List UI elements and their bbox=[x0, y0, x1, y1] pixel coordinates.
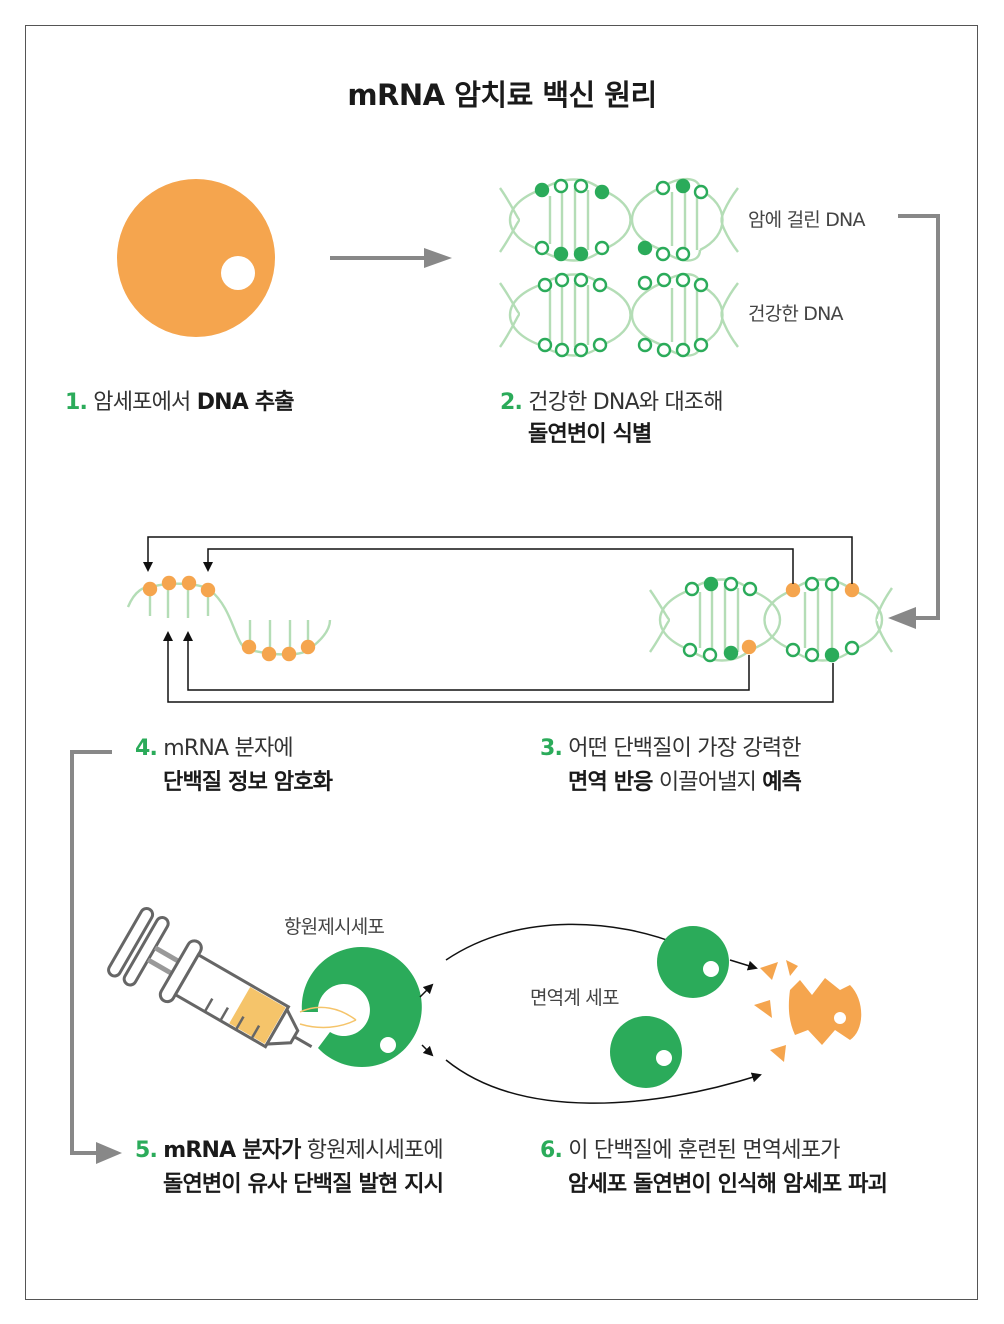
step-3-number: 3. bbox=[540, 736, 563, 761]
label-healthy-dna: 건강한 DNA bbox=[748, 303, 844, 325]
label-mutated-dna: 암에 걸린 DNA bbox=[748, 209, 865, 231]
mrna-strand bbox=[126, 575, 332, 662]
encoding-connectors bbox=[143, 536, 853, 703]
step-3-bold-a: 면역 반응 bbox=[568, 770, 653, 796]
step-1-bold: DNA 추출 bbox=[196, 390, 295, 415]
page-title: mRNA 암치료 백신 원리 bbox=[347, 78, 657, 112]
step-5-line1-rest: 항원제시세포에 bbox=[300, 1138, 444, 1163]
step-5-line1-bold: mRNA 분자가 bbox=[163, 1138, 301, 1163]
step-4-line1: mRNA 분자에 bbox=[163, 736, 293, 761]
step-5-caption: 5. mRNA 분자가 항원제시세포에 돌연변이 유사 단백질 발현 지시 bbox=[135, 1138, 444, 1199]
step-6-number: 6. bbox=[540, 1138, 563, 1163]
step-4-line2: 단백질 정보 암호화 bbox=[163, 770, 333, 796]
step-2-line2: 돌연변이 식별 bbox=[528, 422, 652, 448]
step-3-bold-b: 예측 bbox=[762, 770, 802, 796]
step-2-caption: 2. 건강한 DNA와 대조해 돌연변이 식별 bbox=[500, 390, 724, 449]
step-1-text: 암세포에서 bbox=[93, 390, 197, 415]
step-1-caption: 1. 암세포에서 DNA 추출 bbox=[65, 390, 295, 416]
step-4-caption: 4. mRNA 분자에 단백질 정보 암호화 bbox=[135, 736, 333, 797]
border-frame bbox=[25, 25, 978, 1300]
mutated-dna bbox=[499, 177, 739, 262]
label-immune-cells: 면역계 세포 bbox=[530, 987, 619, 1009]
selected-dna bbox=[649, 576, 893, 663]
step-6-line2: 암세포 돌연변이 인식해 암세포 파괴 bbox=[568, 1172, 888, 1198]
step-3-mid: 이끌어낼지 bbox=[652, 770, 763, 796]
arrow-4-to-5 bbox=[70, 750, 122, 1164]
syringe bbox=[107, 907, 313, 1049]
step-4-number: 4. bbox=[135, 736, 158, 761]
step-3-caption: 3. 어떤 단백질이 가장 강력한 면역 반응 이끌어낼지 예측 bbox=[540, 736, 802, 797]
antigen-presenting-cell bbox=[299, 946, 422, 1067]
destroyed-cancer-cell bbox=[754, 960, 862, 1062]
immune-cell-upper bbox=[657, 926, 729, 998]
step-5-line2: 돌연변이 유사 단백질 발현 지시 bbox=[163, 1172, 444, 1198]
activation-arrows bbox=[419, 923, 762, 1104]
healthy-dna bbox=[499, 272, 739, 358]
step-2-number: 2. bbox=[500, 390, 523, 415]
step-3-line1: 어떤 단백질이 가장 강력한 bbox=[568, 736, 801, 761]
step-6-line1: 이 단백질에 훈련된 면역세포가 bbox=[568, 1138, 840, 1163]
step-1-number: 1. bbox=[65, 390, 88, 415]
immune-cell-lower bbox=[610, 1016, 682, 1088]
arrow-1-to-2 bbox=[330, 248, 452, 268]
step-5-number: 5. bbox=[135, 1138, 158, 1163]
step-6-caption: 6. 이 단백질에 훈련된 면역세포가 암세포 돌연변이 인식해 암세포 파괴 bbox=[540, 1138, 888, 1199]
cancer-cell bbox=[117, 179, 275, 337]
label-apc: 항원제시세포 bbox=[284, 916, 385, 938]
step-2-line1: 건강한 DNA와 대조해 bbox=[528, 390, 723, 415]
arrow-2-to-3 bbox=[888, 214, 940, 629]
